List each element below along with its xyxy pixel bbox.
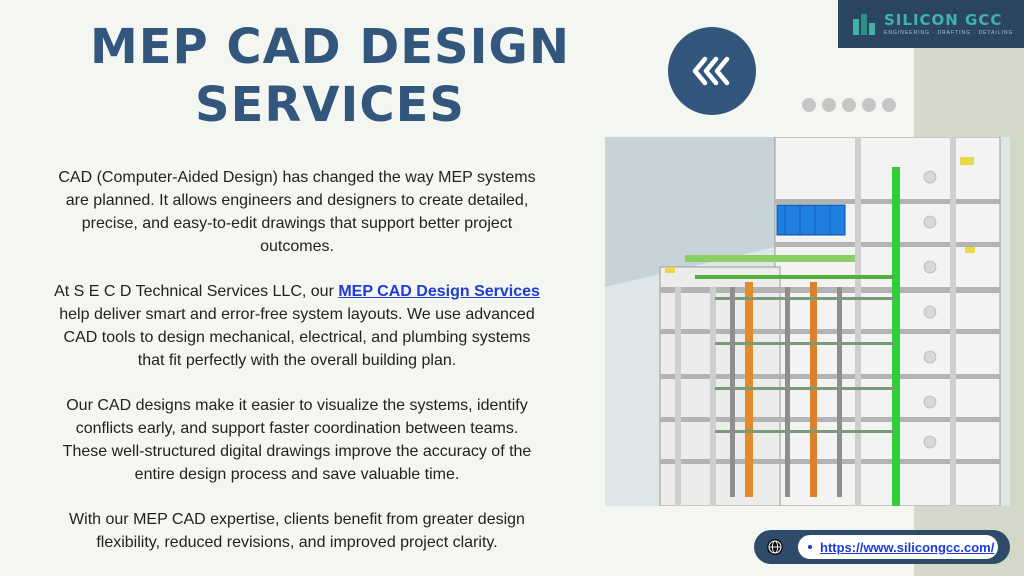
slide-dot[interactable] — [882, 98, 896, 112]
paragraph-services-lead: At S E C D Technical Services LLC, our — [54, 283, 339, 300]
paragraph-benefits: Our CAD designs make it easier to visual… — [62, 397, 532, 483]
logo-tagline: ENGINEERING · DRAFTING · DETAILING — [884, 29, 1014, 36]
slide-dot[interactable] — [862, 98, 876, 112]
previous-slide-button[interactable] — [668, 27, 756, 115]
logo-text: SILICON GCC ENGINEERING · DRAFTING · DET… — [884, 10, 1014, 36]
paragraph-closing: With our MEP CAD expertise, clients bene… — [69, 511, 525, 551]
page-title: MEP CAD DESIGN SERVICES — [60, 18, 600, 134]
company-logo[interactable]: SILICON GCC ENGINEERING · DRAFTING · DET… — [838, 0, 1024, 48]
double-chevron-left-icon — [692, 56, 730, 86]
bullet-icon — [808, 545, 812, 549]
paragraph-services-rest: help deliver smart and error-free system… — [59, 306, 535, 369]
globe-icon — [767, 539, 783, 555]
title-line-2: SERVICES — [195, 77, 465, 133]
mep-cad-services-link[interactable]: MEP CAD Design Services — [338, 283, 540, 300]
url-field: https://www.silicongcc.com/ — [798, 535, 998, 559]
slide-dots — [802, 98, 896, 112]
slide-dot[interactable] — [822, 98, 836, 112]
mep-model-illustration — [605, 137, 1010, 506]
paragraph-intro: CAD (Computer-Aided Design) has changed … — [58, 169, 536, 255]
website-url-bar: https://www.silicongcc.com/ — [754, 530, 1010, 564]
logo-mark-icon — [853, 14, 875, 35]
logo-name: SILICON GCC — [884, 10, 1003, 29]
paragraph-services: At S E C D Technical Services LLC, our M… — [52, 280, 542, 372]
title-line-1: MEP CAD DESIGN — [89, 19, 570, 75]
website-link[interactable]: https://www.silicongcc.com/ — [820, 539, 995, 555]
slide-dot[interactable] — [842, 98, 856, 112]
body-text: CAD (Computer-Aided Design) has changed … — [52, 166, 542, 576]
mep-building-model-image — [605, 137, 1010, 506]
slide-dot[interactable] — [802, 98, 816, 112]
